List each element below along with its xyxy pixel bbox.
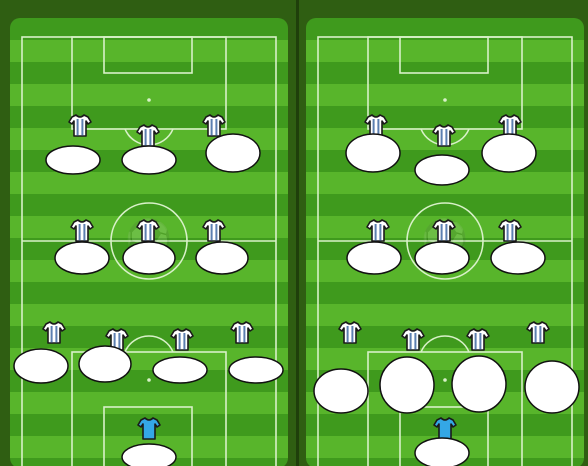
answer-bubble[interactable]: [525, 361, 579, 413]
answer-bubble[interactable]: [482, 134, 536, 172]
answer-bubble[interactable]: [122, 146, 176, 174]
answer-bubble[interactable]: [347, 242, 401, 274]
answer-bubble[interactable]: [79, 346, 131, 382]
panel-divider: [296, 0, 299, 466]
answer-bubble[interactable]: [196, 242, 248, 274]
answer-bubble[interactable]: [314, 369, 368, 413]
answer-bubble[interactable]: [123, 242, 175, 274]
answer-bubble[interactable]: [229, 357, 283, 383]
answer-bubble[interactable]: [14, 349, 68, 383]
answer-bubble[interactable]: [55, 242, 109, 274]
answer-bubble[interactable]: [415, 242, 469, 274]
answer-bubble[interactable]: [415, 155, 469, 185]
answer-bubble[interactable]: [491, 242, 545, 274]
answer-bubble[interactable]: [153, 357, 207, 383]
answer-bubble[interactable]: [206, 134, 260, 172]
answer-bubble[interactable]: [46, 146, 100, 174]
answer-bubble[interactable]: [122, 444, 176, 466]
answer-bubble[interactable]: [380, 357, 434, 413]
answer-bubble[interactable]: [346, 134, 400, 172]
answer-bubble[interactable]: [452, 356, 506, 412]
answer-bubble[interactable]: [415, 438, 469, 466]
